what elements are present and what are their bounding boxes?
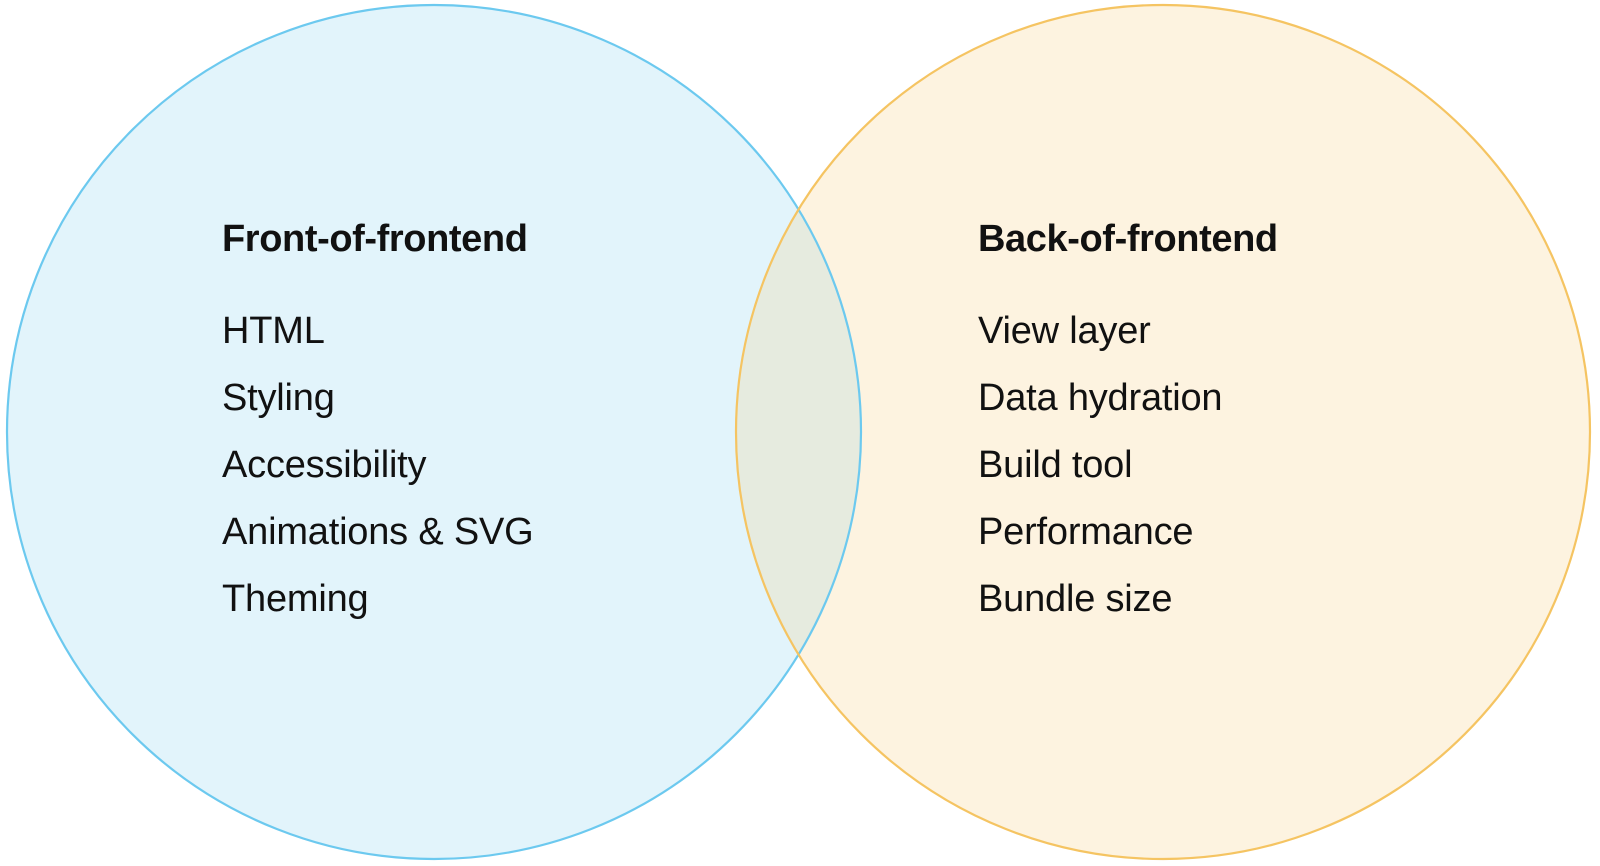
list-item: Performance bbox=[978, 511, 1194, 553]
circle-outline-front-of-frontend bbox=[5, 3, 863, 861]
list-item: Animations & SVG bbox=[222, 511, 534, 553]
circle-outline-back-of-frontend bbox=[734, 3, 1592, 861]
set-title-front-of-frontend: Front-of-frontend bbox=[222, 218, 528, 260]
set-item-list-back-of-frontend: View layer Data hydration Build tool Per… bbox=[978, 298, 1223, 633]
circle-fill-back-of-frontend bbox=[736, 5, 1590, 859]
list-item: Bundle size bbox=[978, 578, 1173, 620]
list-item: Build tool bbox=[978, 444, 1133, 486]
list-item: Data hydration bbox=[978, 377, 1223, 419]
list-item: HTML bbox=[222, 310, 325, 352]
list-item: Theming bbox=[222, 578, 369, 620]
list-item: Styling bbox=[222, 377, 335, 419]
circle-fill-front-of-frontend bbox=[7, 5, 861, 859]
list-item: View layer bbox=[978, 310, 1151, 352]
set-title-back-of-frontend: Back-of-frontend bbox=[978, 218, 1278, 260]
list-item: Accessibility bbox=[222, 444, 427, 486]
set-item-list-front-of-frontend: HTML Styling Accessibility Animations & … bbox=[222, 298, 534, 633]
